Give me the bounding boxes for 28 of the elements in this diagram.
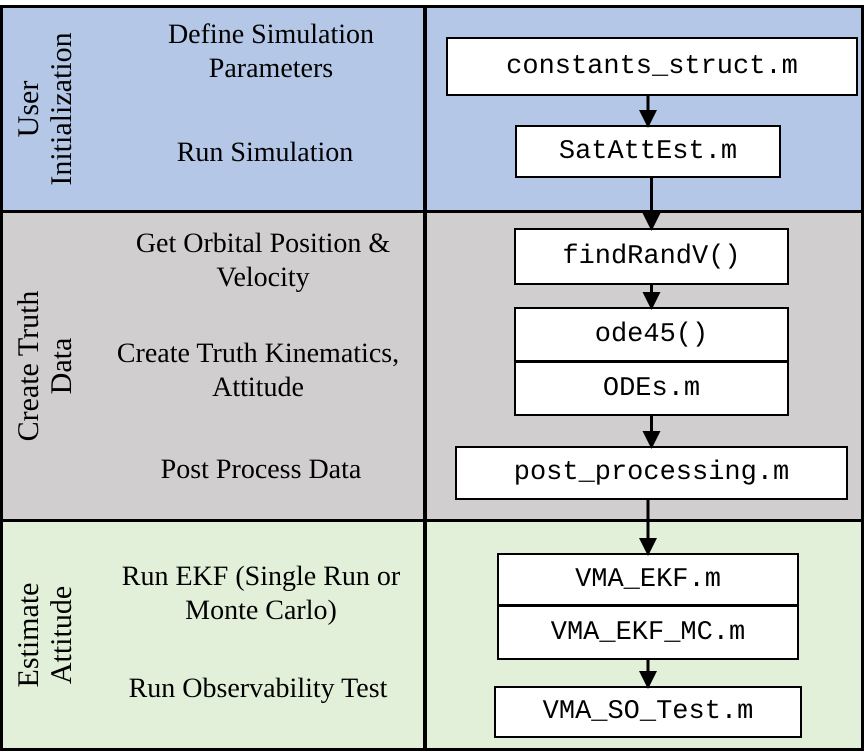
arrow [639, 96, 657, 128]
file-box: post_processing.m [455, 446, 848, 500]
file-box: constants_struct.m [446, 37, 858, 96]
arrow [642, 178, 660, 231]
lane-title: User Initialization [12, 31, 78, 188]
file-box: ODEs.m [514, 361, 789, 416]
lane-title: Create Truth Data [12, 290, 78, 444]
file-box: findRandV() [514, 228, 789, 285]
file-box: VMA_SO_Test.m [494, 686, 802, 738]
arrow [642, 416, 660, 449]
step-label: Get Orbital Position & Velocity [134, 227, 392, 296]
step-label: Run Simulation [176, 136, 354, 170]
step-label: Run EKF (Single Run or Monte Carlo) [120, 560, 402, 628]
file-box: SatAttEst.m [515, 125, 781, 178]
lane-title: Estimate Attitude [12, 582, 78, 690]
swimlane-band [0, 5, 864, 213]
step-label: Define Simulation Parameters [166, 18, 376, 86]
file-box: ode45() [514, 307, 789, 362]
swimlane-band [0, 210, 864, 522]
step-label: Post Process Data [160, 453, 362, 487]
step-label: Create Truth Kinematics, Attitude [116, 337, 400, 406]
file-box: VMA_EKF.m [497, 553, 799, 606]
swimlane-band [0, 519, 864, 751]
arrow [639, 660, 657, 689]
step-label: Run Observability Test [128, 672, 388, 706]
file-box: VMA_EKF_MC.m [497, 605, 799, 660]
arrow [639, 500, 657, 556]
arrow [642, 285, 660, 310]
